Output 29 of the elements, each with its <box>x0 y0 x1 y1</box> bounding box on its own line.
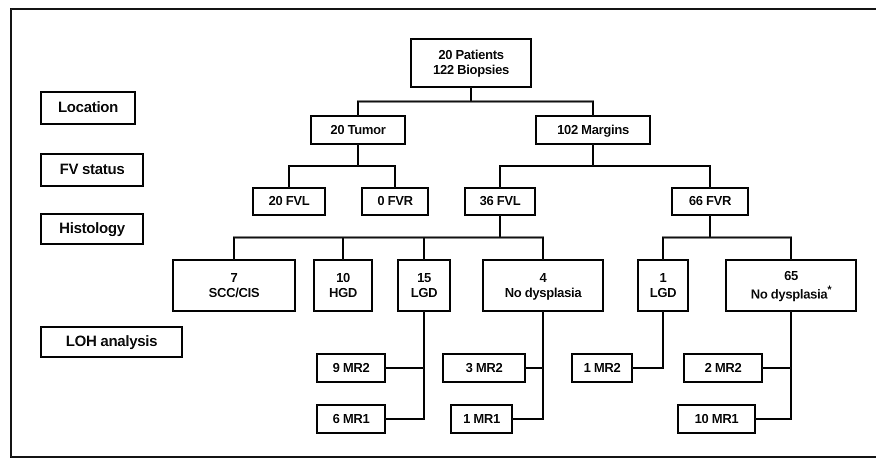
count-box: 3 MR2 <box>442 353 526 383</box>
count-box: 6 MR1 <box>316 404 386 434</box>
count-box: 1 LGD <box>637 259 689 312</box>
count-box: 66 FVR <box>671 187 749 216</box>
count-box: 9 MR2 <box>316 353 386 383</box>
count-box: 10 HGD <box>313 259 373 312</box>
count-box: 2 MR2 <box>683 353 763 383</box>
connector-line <box>386 312 425 420</box>
count-box: 1 MR1 <box>450 404 513 434</box>
connector-line <box>357 145 396 187</box>
count-box: 102 Margins <box>535 115 651 145</box>
count-box: 1 MR2 <box>571 353 633 383</box>
connector-line <box>709 216 792 259</box>
count-box: 20 FVL <box>252 187 326 216</box>
level-label-box: LOH analysis <box>40 326 183 358</box>
level-label-box: Histology <box>40 213 144 245</box>
count-box: 10 MR1 <box>677 404 756 434</box>
level-label-box: Location <box>40 91 136 125</box>
count-box: 20 Tumor <box>310 115 406 145</box>
count-box: 0 FVR <box>361 187 429 216</box>
count-box: 7 SCC/CIS <box>172 259 296 312</box>
connector-line <box>633 312 664 369</box>
count-box: 20 Patients 122 Biopsies <box>410 38 532 88</box>
count-box: 65 No dysplasia$^{*}$ <box>725 259 857 312</box>
connector-line <box>499 216 544 259</box>
count-box: 4 No dysplasia <box>482 259 604 312</box>
level-label-box: FV status <box>40 153 144 187</box>
count-box: 36 FVL <box>464 187 536 216</box>
count-box: 15 LGD <box>397 259 451 312</box>
